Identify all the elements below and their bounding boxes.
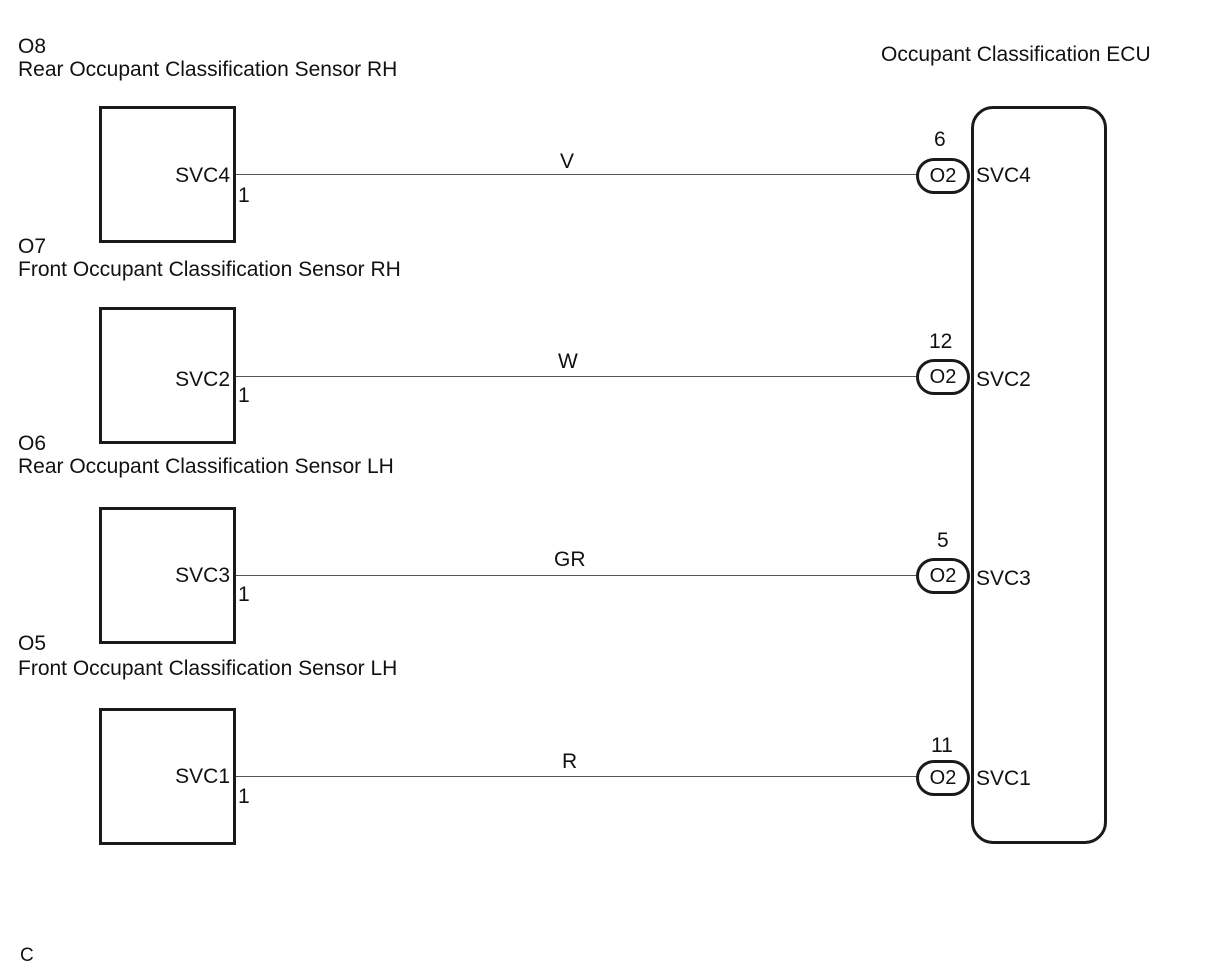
sensor-pin-name-o7: SVC2 bbox=[175, 368, 230, 391]
ecu-pin-name-o8: SVC4 bbox=[976, 164, 1031, 187]
sensor-name-o6: Rear Occupant Classification Sensor LH bbox=[18, 455, 394, 478]
wire-color-o8: V bbox=[560, 150, 575, 173]
wire-o7 bbox=[236, 376, 918, 377]
sensor-code-o8: O8 bbox=[18, 35, 47, 58]
sensor-box-o8 bbox=[99, 106, 236, 243]
sensor-box-o5 bbox=[99, 708, 236, 845]
sensor-pin-number-o7: 1 bbox=[238, 384, 250, 407]
wire-color-o6: GR bbox=[554, 548, 586, 571]
wire-o6 bbox=[236, 575, 918, 576]
sensor-name-o8: Rear Occupant Classification Sensor RH bbox=[18, 58, 398, 81]
ecu-connector-o5: O2 bbox=[916, 760, 970, 796]
sensor-name-o5: Front Occupant Classification Sensor LH bbox=[18, 657, 398, 680]
ecu-pin-number-o7: 12 bbox=[929, 330, 953, 353]
ecu-pin-name-o5: SVC1 bbox=[976, 767, 1031, 790]
ecu-pin-number-o6: 5 bbox=[937, 529, 949, 552]
ecu-box bbox=[971, 106, 1107, 844]
sensor-name-o7: Front Occupant Classification Sensor RH bbox=[18, 258, 401, 281]
sensor-pin-name-o5: SVC1 bbox=[175, 765, 230, 788]
ecu-pin-number-o5: 11 bbox=[931, 734, 953, 757]
wire-o8 bbox=[236, 174, 918, 175]
sensor-box-o7 bbox=[99, 307, 236, 444]
ecu-connector-o8: O2 bbox=[916, 158, 970, 194]
sensor-pin-name-o6: SVC3 bbox=[175, 564, 230, 587]
wire-color-o5: R bbox=[562, 750, 578, 773]
footer-code: C bbox=[20, 945, 34, 966]
sensor-pin-name-o8: SVC4 bbox=[175, 164, 230, 187]
ecu-pin-name-o6: SVC3 bbox=[976, 567, 1031, 590]
sensor-pin-number-o8: 1 bbox=[238, 184, 250, 207]
ecu-title: Occupant Classification ECU bbox=[881, 43, 1151, 66]
ecu-connector-o6: O2 bbox=[916, 558, 970, 594]
ecu-pin-number-o8: 6 bbox=[934, 128, 946, 151]
sensor-code-o7: O7 bbox=[18, 235, 47, 258]
sensor-pin-number-o5: 1 bbox=[238, 785, 250, 808]
sensor-code-o5: O5 bbox=[18, 632, 47, 655]
wire-color-o7: W bbox=[558, 350, 578, 373]
sensor-box-o6 bbox=[99, 507, 236, 644]
wire-o5 bbox=[236, 776, 918, 777]
ecu-connector-o7: O2 bbox=[916, 359, 970, 395]
sensor-pin-number-o6: 1 bbox=[238, 583, 250, 606]
ecu-pin-name-o7: SVC2 bbox=[976, 368, 1031, 391]
sensor-code-o6: O6 bbox=[18, 432, 47, 455]
